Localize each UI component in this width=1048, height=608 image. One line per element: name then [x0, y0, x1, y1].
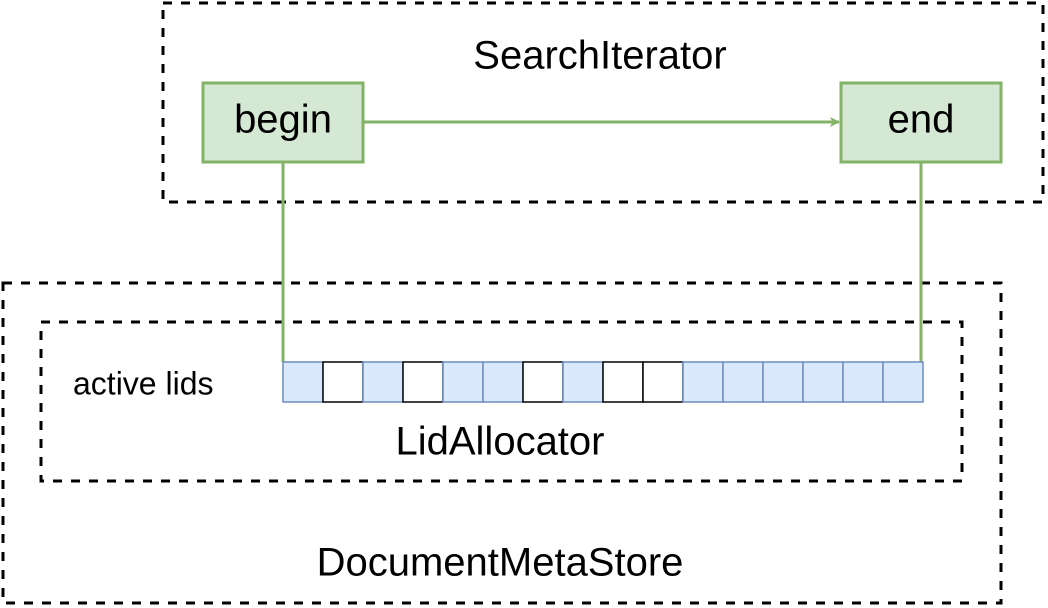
lid-cell-active: [442, 361, 484, 403]
active-lids-label: active lids: [73, 365, 214, 401]
search-iterator-title: SearchIterator: [473, 34, 726, 78]
lid-cell-inactive: [602, 361, 644, 403]
lid-cell-active: [562, 361, 604, 403]
search-iterator-group: [161, 1, 1045, 204]
lid-cell-active: [362, 361, 404, 403]
lid-cell-active: [882, 361, 924, 403]
active-lids-array: [282, 361, 924, 403]
lid-cell-active: [802, 361, 844, 403]
document-meta-store-group: [1, 281, 1003, 605]
lid-cell-inactive: [642, 361, 684, 403]
lid-cell-active: [682, 361, 724, 403]
lid-allocator-title: LidAllocator: [395, 420, 604, 464]
lid-cell-inactive: [522, 361, 564, 403]
lid-cell-active: [762, 361, 804, 403]
begin-node: [201, 81, 365, 164]
lid-cell-active: [482, 361, 524, 403]
document-meta-store-title: DocumentMetaStore: [317, 541, 684, 585]
lid-cell-active: [842, 361, 884, 403]
lid-cell-active: [282, 361, 324, 403]
end-node-label: end: [888, 98, 955, 142]
lid-cell-active: [722, 361, 764, 403]
lid-cell-inactive: [322, 361, 364, 403]
begin-node-label: begin: [234, 98, 332, 142]
end-node: [839, 81, 1003, 164]
lid-cell-inactive: [402, 361, 444, 403]
